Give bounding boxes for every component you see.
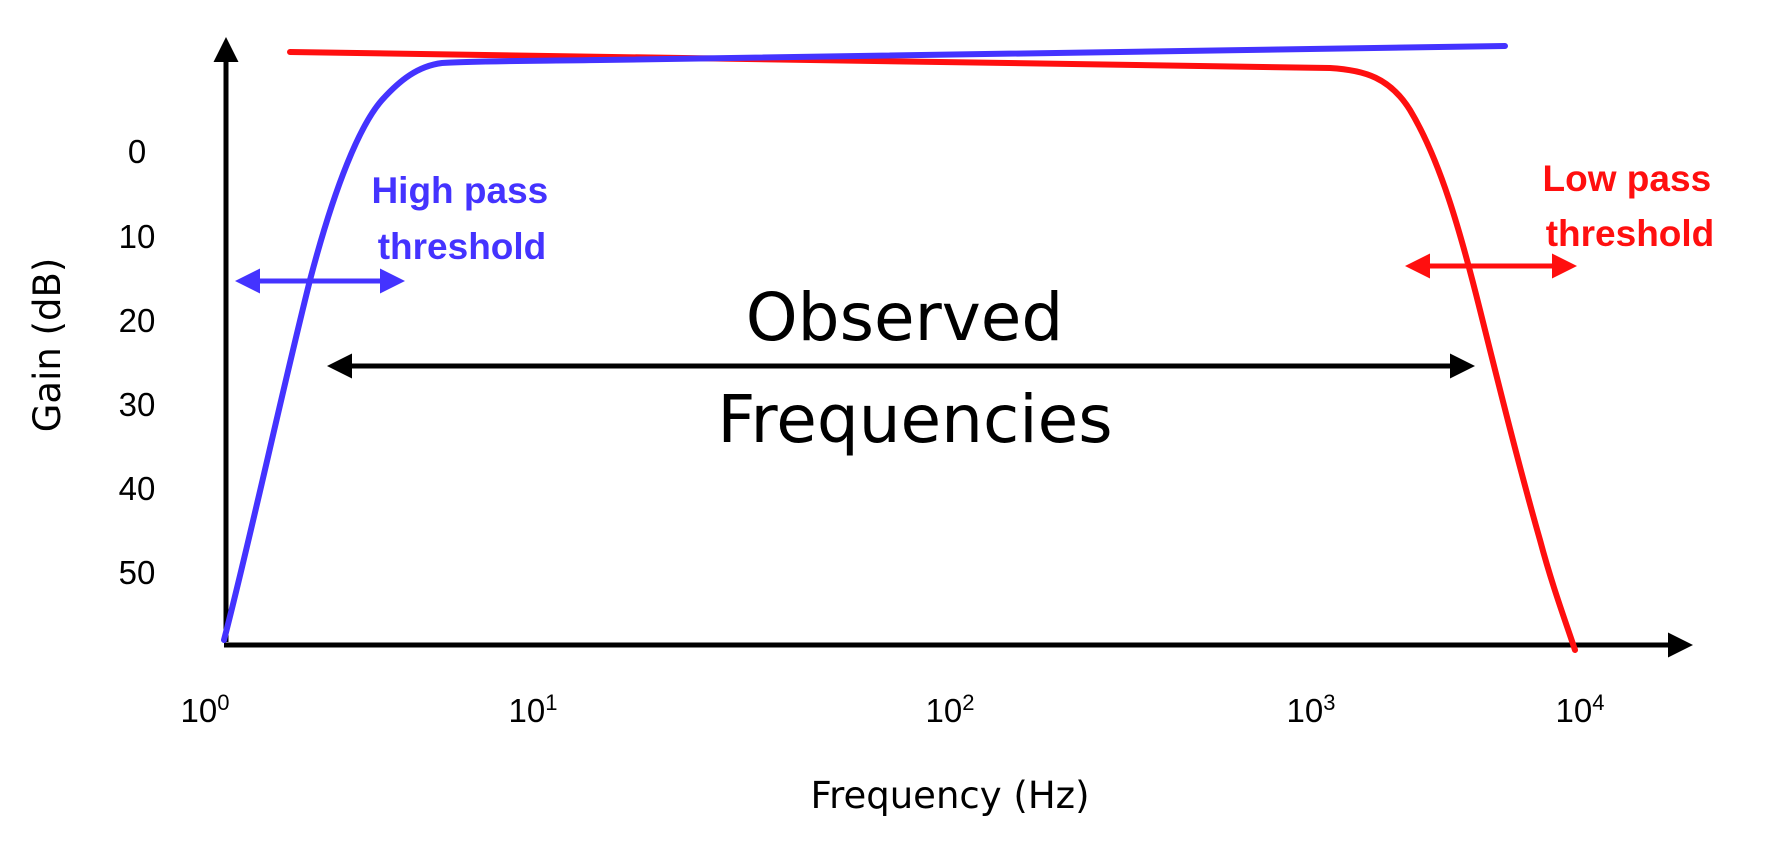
x-tick-base: 10 bbox=[1556, 692, 1593, 729]
x-tick-label: 102 bbox=[926, 690, 975, 729]
low-pass-label: Low pass threshold bbox=[1543, 158, 1722, 254]
high-pass-curve bbox=[221, 43, 1508, 643]
x-tick-base: 10 bbox=[181, 692, 218, 729]
observed-frequencies-label-line: Observed bbox=[746, 279, 1064, 356]
y-axis-label: Gain (dB) bbox=[26, 258, 69, 433]
observed-frequencies-label-line: Frequencies bbox=[717, 381, 1112, 458]
low-pass-label-line: threshold bbox=[1546, 213, 1715, 254]
y-tick-label: 50 bbox=[119, 554, 156, 591]
x-tick-label: 104 bbox=[1556, 690, 1605, 729]
x-tick-exponent: 1 bbox=[545, 690, 557, 715]
observed-frequencies-label: Observed Frequencies bbox=[717, 279, 1112, 458]
y-tick-label: 20 bbox=[119, 302, 156, 339]
x-tick-exponent: 4 bbox=[1592, 690, 1604, 715]
x-tick-label: 103 bbox=[1287, 690, 1336, 729]
x-tick-base: 10 bbox=[1287, 692, 1324, 729]
x-tick-exponent: 0 bbox=[217, 690, 229, 715]
high-pass-label-line: threshold bbox=[378, 226, 547, 267]
x-tick-exponent: 3 bbox=[1323, 690, 1335, 715]
x-tick-exponent: 2 bbox=[962, 690, 974, 715]
low-pass-label-line: Low pass bbox=[1543, 158, 1712, 199]
high-pass-label-line: High pass bbox=[371, 170, 548, 211]
high-pass-label: High pass threshold bbox=[371, 170, 558, 267]
x-axis-label: Frequency (Hz) bbox=[810, 774, 1089, 817]
y-tick-label: 0 bbox=[128, 133, 146, 170]
y-tick-label: 10 bbox=[119, 218, 156, 255]
x-tick-base: 10 bbox=[509, 692, 546, 729]
low-pass-curve bbox=[287, 49, 1578, 653]
x-tick-label: 101 bbox=[509, 690, 558, 729]
x-tick-base: 10 bbox=[926, 692, 963, 729]
x-tick-label: 100 bbox=[181, 690, 230, 729]
y-tick-label: 30 bbox=[119, 386, 156, 423]
y-tick-label: 40 bbox=[119, 470, 156, 507]
